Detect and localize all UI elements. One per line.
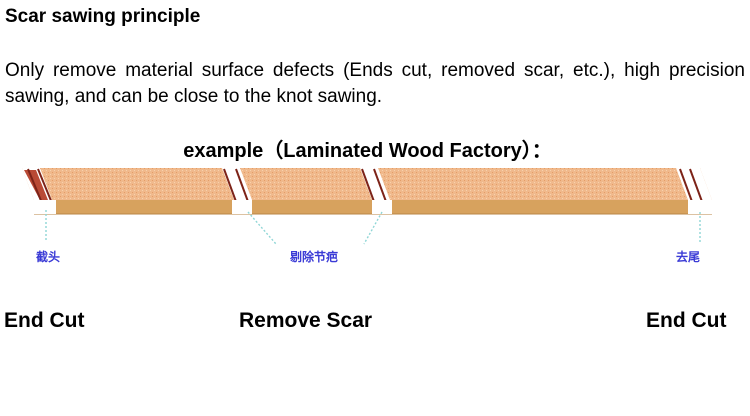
cn-label-middle: 剔除节疤 (290, 250, 339, 264)
description-text: Only remove material surface defects (En… (5, 60, 745, 107)
label-remove-scar: Remove Scar (239, 309, 373, 332)
scar-cut-1 (222, 168, 252, 214)
label-end-cut-left: End Cut (4, 309, 85, 332)
cn-label-right: 去尾 (676, 250, 701, 264)
scar-cut-2 (360, 168, 392, 214)
cn-label-left: 截头 (36, 250, 61, 264)
label-end-cut-right: End Cut (646, 309, 727, 332)
example-title: example（Laminated Wood Factory）： (183, 140, 552, 162)
wood-board-diagram (22, 168, 712, 245)
left-end-cut (22, 168, 56, 214)
right-end-cut (676, 168, 712, 214)
page-heading: Scar sawing principle (5, 6, 201, 27)
